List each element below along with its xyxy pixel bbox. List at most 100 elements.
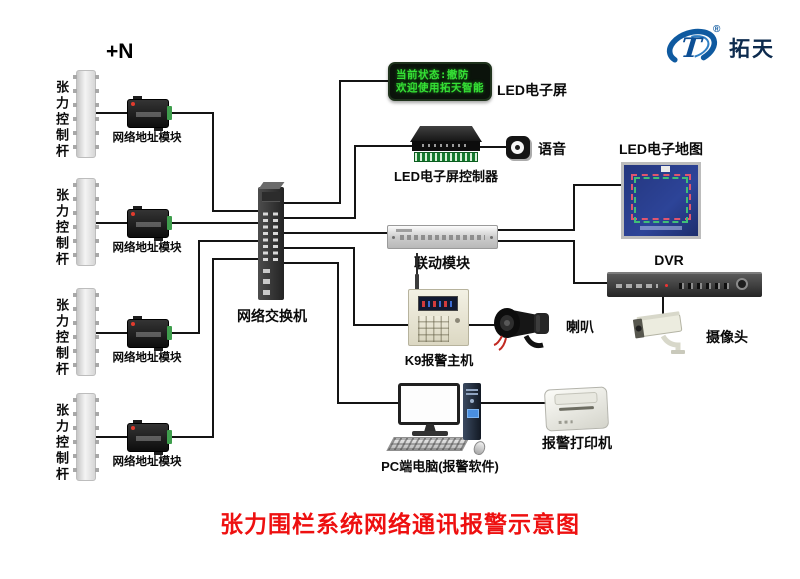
wire (198, 240, 200, 334)
wire (573, 282, 610, 284)
linkage-label: 联动模块 (414, 255, 470, 271)
k9-antenna-icon (416, 253, 418, 276)
wire (353, 247, 355, 326)
printer-slot-icon (558, 406, 595, 411)
wire (339, 80, 390, 82)
wire (337, 402, 402, 404)
switch-label: 网络交换机 (237, 308, 307, 324)
wire (339, 80, 341, 204)
wire (95, 436, 127, 438)
wire (212, 210, 260, 212)
monitor-base-icon (412, 431, 448, 436)
tension-pole (73, 393, 99, 481)
registered-mark: ® (713, 24, 721, 35)
dvr-buttons-icon (679, 283, 731, 289)
pc-label: PC端电脑(报警软件) (381, 459, 499, 474)
wire (573, 240, 575, 284)
module-connector-icon (167, 326, 172, 340)
led-screen: 当前状态:撤防 欢迎使用拓天智能 (388, 62, 492, 101)
tension-pole (73, 70, 99, 158)
wire (466, 324, 496, 326)
wire (282, 262, 339, 264)
switch-ports-icon (263, 209, 278, 261)
svg-text:T: T (679, 33, 704, 64)
map-perimeter-icon (631, 174, 691, 220)
wire (95, 332, 127, 334)
dvr-knob-icon (736, 278, 748, 290)
linkage-module (387, 225, 498, 249)
network-switch (258, 182, 285, 300)
led-screen-line2: 欢迎使用拓天智能 (396, 81, 484, 94)
camera-label: 摄像头 (706, 329, 748, 345)
module-label: 网络地址模块 (112, 352, 182, 364)
module-label: 网络地址模块 (112, 132, 182, 144)
tension-pole-label: 张力控制杆 (54, 298, 69, 378)
terminal-block-icon (414, 152, 478, 162)
tension-pole-label: 张力控制杆 (54, 80, 69, 160)
tension-pole-label: 张力控制杆 (54, 403, 69, 483)
wire (354, 145, 412, 147)
module-connector-icon (167, 216, 172, 230)
k9-alarm-host (408, 289, 469, 346)
module-power-led-icon (131, 426, 135, 430)
wire (212, 258, 214, 438)
tension-pole-label: 张力控制杆 (54, 188, 69, 268)
k9-label: K9报警主机 (404, 353, 474, 368)
wire (478, 146, 508, 148)
wire (282, 202, 341, 204)
wire (353, 324, 410, 326)
module-label: 网络地址模块 (112, 456, 182, 468)
brand-name: 拓天 (729, 38, 775, 61)
module-power-led-icon (131, 102, 135, 106)
brand-logo: T (664, 20, 724, 72)
dvr (607, 272, 762, 297)
tension-pole (73, 178, 99, 266)
wire (282, 232, 389, 234)
wire (95, 222, 127, 224)
led-map (621, 162, 701, 239)
wire (282, 217, 356, 219)
network-address-module (127, 316, 172, 351)
voice-speaker (506, 136, 530, 159)
plus-n-annotation: +N (106, 40, 134, 63)
module-connector-icon (167, 106, 172, 120)
wire (496, 229, 575, 231)
camera (630, 310, 702, 356)
diagram-title: 张力围栏系统网络通讯报警示意图 (220, 511, 580, 537)
wire (573, 184, 575, 231)
wire (167, 222, 260, 224)
wire (480, 402, 547, 404)
wire (212, 258, 260, 260)
cctv-camera-icon (632, 311, 685, 354)
led-controller-label: LED电子屏控制器 (393, 169, 498, 184)
k9-antenna-base-icon (415, 274, 419, 290)
network-address-module (127, 420, 172, 455)
horn (492, 300, 558, 352)
tension-pole (73, 288, 99, 376)
wire (95, 112, 127, 114)
wire (496, 240, 575, 242)
wire (573, 184, 623, 186)
pc-tower (463, 383, 481, 440)
monitor-stand-icon (424, 424, 436, 432)
mouse-icon (471, 439, 488, 457)
horn-speaker-icon (493, 308, 549, 351)
led-screen-controller (410, 126, 482, 164)
monitor-screen-icon (401, 386, 457, 422)
module-connector-icon (167, 430, 172, 444)
module-label: 网络地址模块 (112, 242, 182, 254)
wire (198, 240, 260, 242)
wire (167, 436, 214, 438)
wire (167, 332, 200, 334)
alarm-printer (543, 386, 610, 432)
network-address-module (127, 96, 172, 131)
module-power-led-icon (131, 212, 135, 216)
keyboard-icon (386, 437, 470, 451)
network-address-module (127, 206, 172, 241)
pc-monitor (398, 383, 460, 425)
led-screen-label: LED电子屏 (497, 82, 567, 98)
voice-label: 语音 (538, 141, 566, 157)
wire (212, 112, 214, 212)
horn-label: 喇叭 (566, 319, 594, 335)
